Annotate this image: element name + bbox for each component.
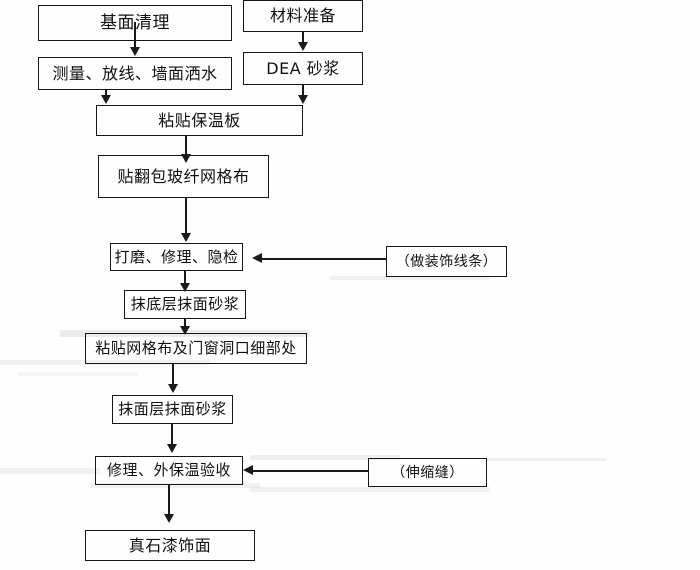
edge-arrowhead bbox=[168, 384, 178, 393]
node-label: 打磨、修理、隐检 bbox=[114, 247, 239, 266]
node-label: 抹底层抹面砂浆 bbox=[130, 295, 240, 313]
process-node-paste-insulation-board[interactable]: 粘贴保温板 bbox=[96, 105, 303, 136]
process-node-material-preparation[interactable]: 材料准备 bbox=[243, 0, 363, 32]
process-node-expansion-joint[interactable]: （伸缩缝） bbox=[368, 458, 487, 487]
edge-arrowhead bbox=[181, 154, 191, 163]
edge-acceptance-to-stone-paint bbox=[168, 485, 170, 517]
node-label: 材料准备 bbox=[269, 6, 336, 25]
node-label: （做装饰线条） bbox=[395, 253, 498, 270]
node-label: 贴翻包玻纤网格布 bbox=[117, 166, 250, 186]
process-node-stone-paint-finish[interactable]: 真石漆饰面 bbox=[85, 530, 255, 561]
process-node-decorative-lines[interactable]: （做装饰线条） bbox=[386, 246, 507, 277]
edge-arrowhead bbox=[298, 95, 308, 104]
node-label: 测量、放线、墙面洒水 bbox=[52, 63, 218, 83]
edge-arrowhead bbox=[180, 283, 190, 292]
edge-material-to-dea-mortar bbox=[302, 32, 304, 44]
edge-arrowhead bbox=[130, 47, 140, 56]
node-label: 修理、外保温验收 bbox=[106, 461, 231, 479]
process-node-repair-and-acceptance[interactable]: 修理、外保温验收 bbox=[95, 456, 243, 485]
process-node-survey-layout-wetting[interactable]: 测量、放线、墙面洒水 bbox=[38, 57, 232, 90]
edge-paste-board-to-wrap-mesh bbox=[185, 136, 187, 156]
edge-arrowhead bbox=[101, 95, 111, 104]
edge-mesh-detail-to-finish-coat bbox=[172, 364, 174, 388]
edge-arrowhead bbox=[252, 253, 262, 263]
edge-grinding-to-base-coat bbox=[184, 271, 186, 287]
edge-arrowhead bbox=[298, 42, 308, 51]
edge-decorative-lines-to-grinding bbox=[262, 258, 386, 260]
process-node-base-coat-mortar[interactable]: 抹底层抹面砂浆 bbox=[124, 290, 246, 319]
scan-artifact bbox=[250, 487, 490, 492]
edge-wrap-mesh-to-grinding bbox=[185, 198, 187, 236]
process-node-finish-coat-mortar[interactable]: 抹面层抹面砂浆 bbox=[112, 395, 233, 424]
process-node-grinding-repair-inspection[interactable]: 打磨、修理、隐检 bbox=[110, 243, 243, 271]
edge-arrowhead bbox=[167, 444, 177, 453]
process-node-dea-mortar[interactable]: DEA 砂浆 bbox=[243, 52, 363, 85]
edge-survey-to-paste-board bbox=[105, 90, 107, 97]
edge-finish-coat-to-acceptance bbox=[171, 424, 173, 446]
edge-base-cleaning-to-survey bbox=[134, 22, 136, 49]
node-label: 真石漆饰面 bbox=[128, 535, 212, 555]
edge-base-coat-to-mesh-detail bbox=[184, 319, 186, 329]
edge-arrowhead bbox=[164, 514, 174, 523]
scan-artifact bbox=[18, 372, 138, 376]
edge-arrowhead bbox=[181, 233, 191, 242]
scan-artifact bbox=[0, 468, 100, 474]
node-label: 粘贴网格布及门窗洞口细部处 bbox=[95, 339, 297, 357]
edge-expansion-joint-to-acceptance bbox=[253, 470, 368, 472]
node-label: DEA 砂浆 bbox=[266, 58, 340, 78]
node-label: （伸缩缝） bbox=[391, 464, 464, 481]
node-label: 粘贴保温板 bbox=[158, 110, 241, 130]
edge-dea-mortar-to-paste-board bbox=[302, 85, 304, 97]
edge-arrowhead bbox=[243, 465, 253, 475]
scan-artifact bbox=[486, 458, 606, 461]
edge-arrowhead bbox=[180, 326, 190, 335]
node-label: 抹面层抹面砂浆 bbox=[118, 400, 227, 418]
process-node-mesh-and-openings-detail[interactable]: 粘贴网格布及门窗洞口细部处 bbox=[85, 333, 307, 364]
